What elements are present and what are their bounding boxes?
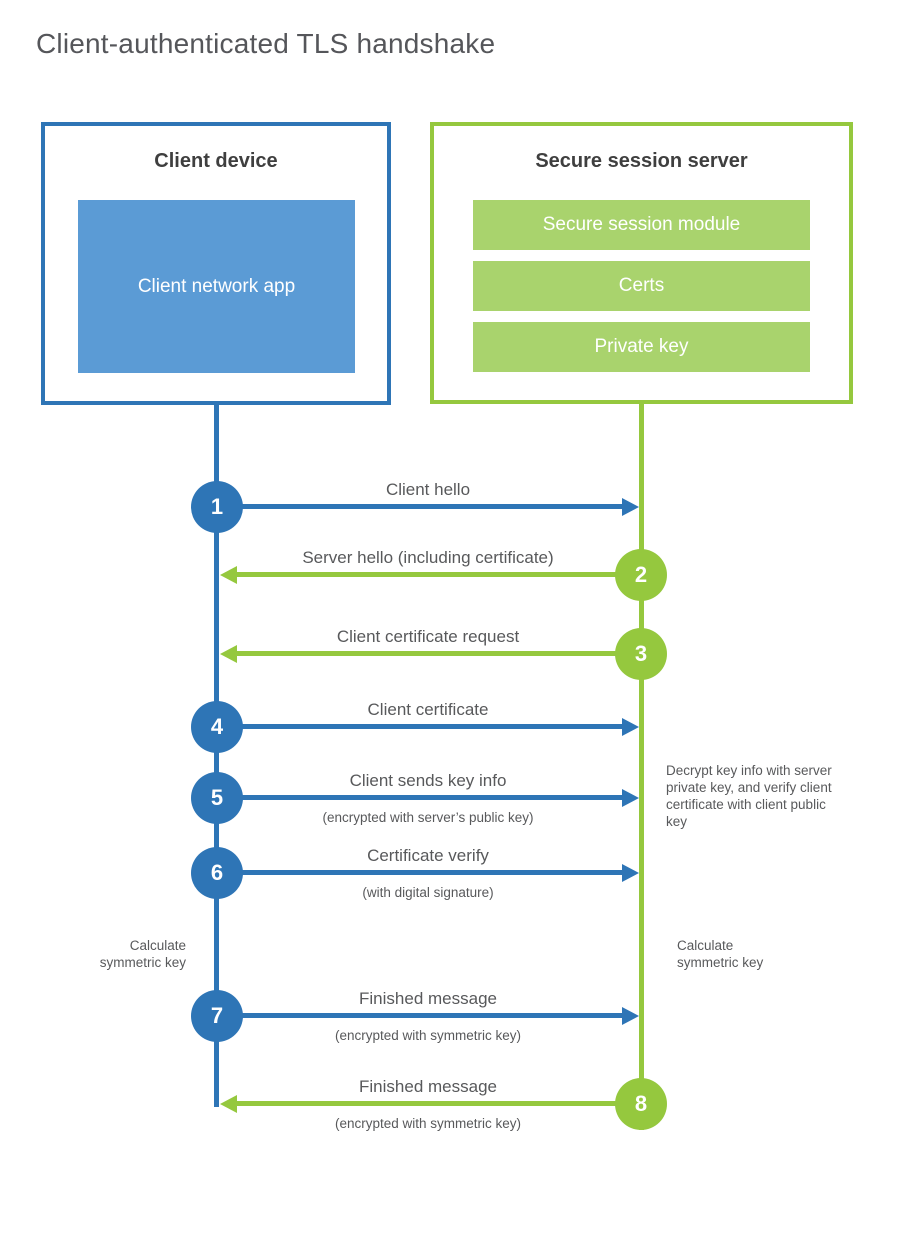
message-4-arrow-head (622, 718, 639, 736)
step-7-circle: 7 (191, 990, 243, 1042)
server-module-secure-session: Secure session module (473, 200, 810, 250)
step-6-number: 6 (210, 860, 224, 885)
client-lifeline (214, 405, 219, 1107)
step-1-circle: 1 (191, 481, 243, 533)
calculate-symmetric-key-note-server: Calculate symmetric key (677, 938, 764, 970)
server-box: Secure session server Secure session mod… (430, 122, 853, 404)
message-6-arrow-head (622, 864, 639, 882)
message-1-label: Client hello (385, 480, 471, 499)
message-6-arrow-line (217, 870, 622, 875)
client-network-app-box: Client network app (78, 200, 355, 373)
message-2-arrow-head (220, 566, 237, 584)
server-module-certs: Certs (473, 261, 810, 311)
calculate-symmetric-key-note-client: Calculate symmetric key (99, 938, 186, 970)
message-2-label: Server hello (including certificate) (302, 548, 554, 567)
step-2-number: 2 (634, 562, 648, 587)
message-5-label: Client sends key info (349, 771, 507, 790)
message-5-sublabel: (encrypted with server’s public key) (322, 810, 534, 825)
client-device-title: Client device (154, 150, 278, 172)
message-1-arrow-line (217, 504, 622, 509)
message-3-arrow-head (220, 645, 237, 663)
message-8-label: Finished message (359, 1077, 497, 1096)
client-device-box: Client device Client network app (41, 122, 391, 405)
message-7-label: Finished message (359, 989, 497, 1008)
decrypt-note: Decrypt key info with server private key… (666, 763, 832, 829)
page-title: Client-authenticated TLS handshake (36, 28, 496, 59)
server-title: Secure session server (535, 150, 748, 172)
step-8-circle: 8 (615, 1078, 667, 1130)
message-8-sublabel: (encrypted with symmetric key) (334, 1116, 522, 1131)
message-8-arrow-head (220, 1095, 237, 1113)
step-6-circle: 6 (191, 847, 243, 899)
message-1-arrow-head (622, 498, 639, 516)
message-4-label: Client certificate (367, 700, 489, 719)
message-7-sublabel: (encrypted with symmetric key) (334, 1028, 522, 1043)
step-2-circle: 2 (615, 549, 667, 601)
message-5-arrow-head (622, 789, 639, 807)
message-4-arrow-line (217, 724, 622, 729)
server-module-private-key: Private key (473, 322, 810, 372)
step-5-number: 5 (210, 785, 224, 810)
message-3-label: Client certificate request (336, 627, 520, 646)
step-7-number: 7 (210, 1003, 224, 1028)
message-2-arrow-line (237, 572, 642, 577)
server-lifeline (639, 404, 644, 1130)
step-3-number: 3 (634, 641, 648, 666)
message-7-arrow-head (622, 1007, 639, 1025)
message-6-sublabel: (with digital signature) (362, 885, 494, 900)
message-6-label: Certificate verify (367, 846, 489, 865)
step-4-circle: 4 (191, 701, 243, 753)
message-8-arrow-line (237, 1101, 642, 1106)
step-3-circle: 3 (615, 628, 667, 680)
step-4-number: 4 (210, 714, 224, 739)
message-3-arrow-line (237, 651, 642, 656)
message-7-arrow-line (217, 1013, 622, 1018)
step-5-circle: 5 (191, 772, 243, 824)
message-5-arrow-line (217, 795, 622, 800)
step-1-number: 1 (210, 494, 224, 519)
step-8-number: 8 (634, 1091, 648, 1116)
